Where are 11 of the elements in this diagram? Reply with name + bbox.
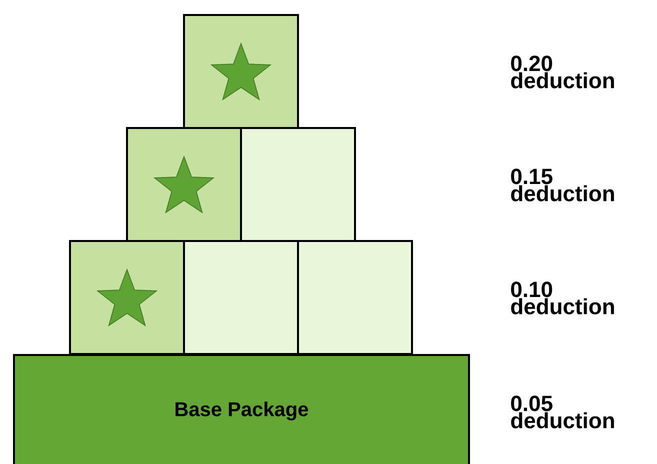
deduction-label: 0.20 deduction xyxy=(511,56,614,88)
block xyxy=(126,127,242,242)
block xyxy=(183,14,299,129)
deduction-label: 0.10 deduction xyxy=(511,282,614,314)
deduction-label: 0.05 deduction xyxy=(511,396,614,428)
block xyxy=(297,240,413,355)
base-block: Base Package xyxy=(13,354,470,464)
block xyxy=(240,127,356,242)
deduction-label: 0.15 deduction xyxy=(511,168,614,202)
block xyxy=(183,240,299,355)
block xyxy=(69,240,185,355)
